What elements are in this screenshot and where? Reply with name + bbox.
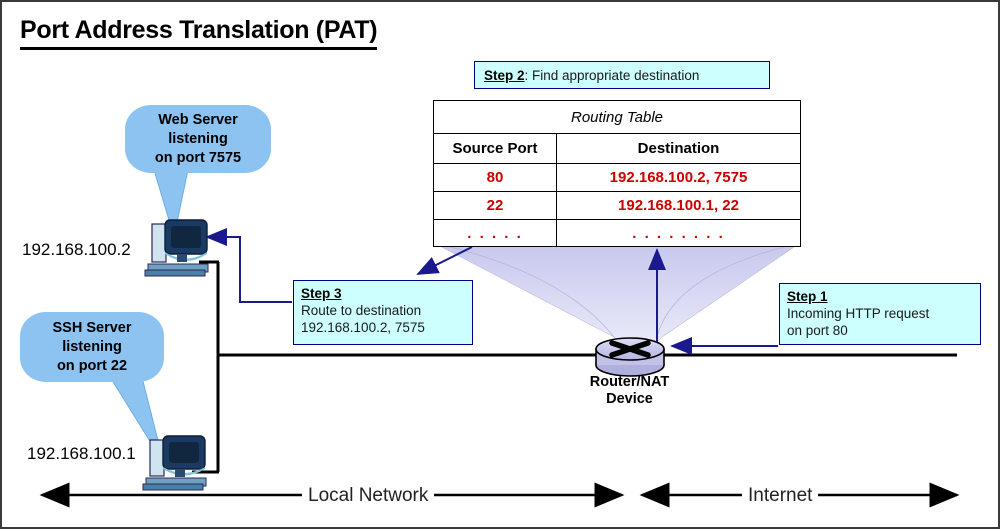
- table-row: 22 192.168.100.1, 22: [433, 191, 801, 220]
- web-server-ip-label: 192.168.100.2: [22, 240, 131, 259]
- web-callout-line2: listening: [168, 130, 228, 147]
- router-label-line2: Device: [606, 391, 653, 407]
- nat-lookup-beam: [433, 242, 801, 345]
- column-header-source-port: Source Port: [433, 133, 557, 164]
- routing-table: Routing Table Source Port Destination 80…: [433, 100, 801, 247]
- column-header-destination: Destination: [556, 133, 801, 164]
- page-title: Port Address Translation (PAT): [20, 16, 378, 50]
- step1-line2: on port 80: [787, 323, 848, 338]
- ssh-callout-line1: SSH Server: [52, 319, 132, 336]
- step1-note: Step 1 Incoming HTTP request on port 80: [779, 283, 981, 345]
- web-server-pc-icon: [144, 219, 209, 277]
- step1-heading: Step 1: [787, 289, 828, 304]
- step3-to-webserver-arrow: [205, 228, 292, 303]
- cell-destination: 192.168.100.2, 7575: [556, 163, 801, 192]
- step3-heading: Step 3: [301, 286, 342, 301]
- ssh-server-pc-icon: [142, 435, 207, 491]
- web-callout-line1: Web Server: [158, 111, 238, 128]
- step3-note: Step 3 Route to destination 192.168.100.…: [293, 280, 473, 345]
- step3-line1: Route to destination: [301, 303, 422, 318]
- ssh-server-callout: SSH Server listening on port 22: [20, 312, 164, 382]
- table-to-step3-arrow: [416, 246, 473, 275]
- step2-heading: Step 2: [484, 68, 525, 83]
- step2-text: : Find appropriate destination: [524, 68, 700, 83]
- local-network-label: Local Network: [302, 485, 435, 507]
- ssh-server-ip-label: 192.168.100.1: [27, 444, 136, 463]
- step2-note: Step 2: Find appropriate destination: [474, 61, 770, 89]
- web-server-callout-tail: [153, 169, 189, 238]
- table-row: 80 192.168.100.2, 7575: [433, 163, 801, 192]
- step1-line1: Incoming HTTP request: [787, 306, 930, 321]
- router-label-line1: Router/NAT: [589, 374, 670, 390]
- router-nat-icon: [595, 337, 665, 377]
- routing-table-title: Routing Table: [433, 100, 801, 134]
- cell-source-port: 22: [433, 191, 557, 220]
- cell-source-port: 80: [433, 163, 557, 192]
- ssh-callout-line2: listening: [62, 338, 122, 355]
- step3-line2: 192.168.100.2, 7575: [301, 320, 425, 335]
- ssh-callout-line3: on port 22: [56, 357, 128, 374]
- cell-source-port-ellipsis: . . . . .: [433, 219, 557, 247]
- cell-destination: 192.168.100.1, 22: [556, 191, 801, 220]
- web-callout-line3: on port 7575: [154, 149, 242, 166]
- cell-destination-ellipsis: . . . . . . . .: [556, 219, 801, 247]
- web-server-callout: Web Server listening on port 7575: [125, 105, 271, 173]
- router-nat-label: Router/NAT Device: [562, 374, 697, 408]
- table-row: . . . . . . . . . . . . .: [433, 219, 801, 247]
- internet-label: Internet: [742, 485, 819, 507]
